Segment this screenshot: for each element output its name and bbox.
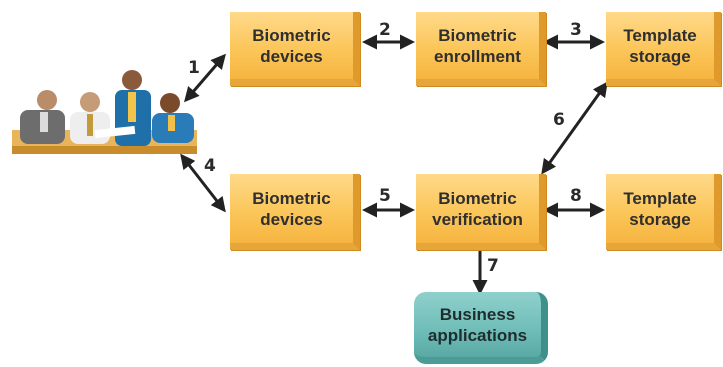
biometric-enrollment-box: Biometric enrollment [416, 12, 546, 86]
step-label-6: 6 [553, 110, 565, 130]
biometric-devices-top-box: Biometric devices [230, 12, 360, 86]
step-label-7: 7 [487, 256, 499, 276]
template-storage-bottom-box: Template storage [606, 174, 721, 250]
step-label-5: 5 [379, 186, 391, 206]
step-label-2: 2 [379, 20, 391, 40]
arrow-4 [180, 153, 226, 213]
biometric-verification-box: Biometric verification [416, 174, 546, 250]
arrow-1 [184, 53, 226, 103]
arrow-6 [541, 81, 608, 175]
template-storage-top-box: Template storage [606, 12, 721, 86]
biometric-devices-bottom-box: Biometric devices [230, 174, 360, 250]
step-label-4: 4 [204, 156, 216, 176]
step-label-3: 3 [570, 20, 582, 40]
business-applications-box: Business applications [414, 292, 548, 364]
step-label-8: 8 [570, 186, 582, 206]
step-label-1: 1 [188, 58, 200, 78]
